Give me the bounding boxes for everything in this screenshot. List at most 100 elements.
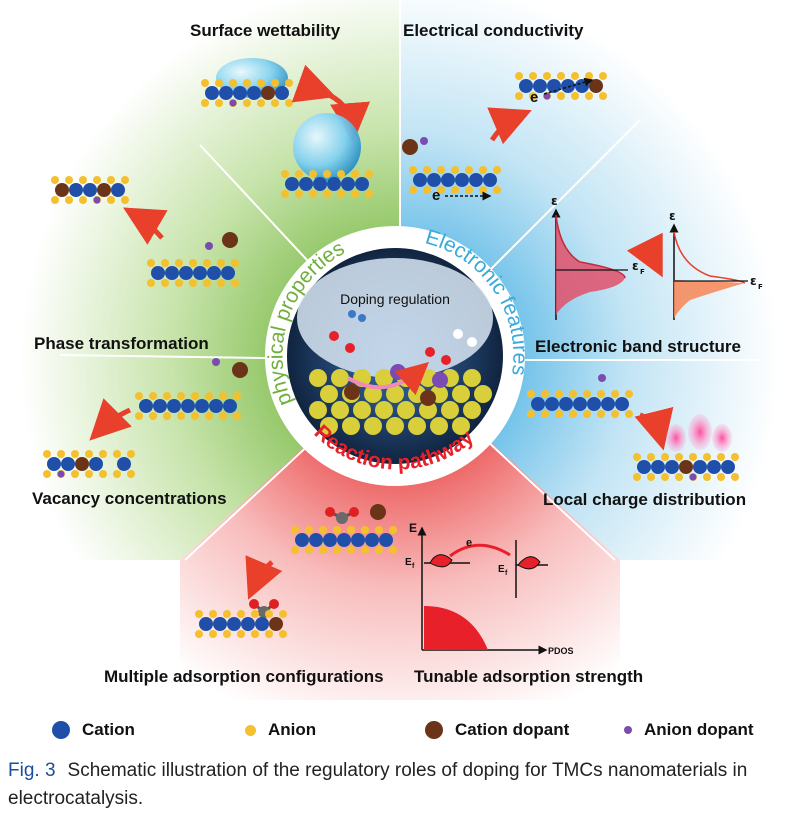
anion-atom <box>191 392 199 400</box>
anion-atom <box>113 470 121 478</box>
cation-atom <box>69 183 83 197</box>
anion-atom <box>703 473 711 481</box>
cation-atom <box>545 397 559 411</box>
anion-atom <box>271 99 279 107</box>
cation-atom <box>313 177 327 191</box>
molecule-atom <box>453 329 463 339</box>
molecule-atom <box>441 355 451 365</box>
anion-atom <box>515 92 523 100</box>
cation-atom <box>275 86 289 100</box>
anion-atom <box>661 473 669 481</box>
anion-atom <box>147 279 155 287</box>
anion-atom <box>71 450 79 458</box>
anion-atom <box>465 166 473 174</box>
cation-atom <box>337 533 351 547</box>
anion-atom <box>437 186 445 194</box>
pdos-fill <box>424 606 488 650</box>
fermi-sub-1: F <box>640 268 645 276</box>
anion-atom <box>279 610 287 618</box>
label-surface-wettability: Surface wettability <box>190 21 341 40</box>
cation-dopant-swatch <box>425 721 443 739</box>
anion-dopant-atom <box>93 196 101 204</box>
vacancy-illustration <box>43 358 248 478</box>
anion-atom <box>599 92 607 100</box>
anion-atom <box>217 279 225 287</box>
band-curve-2 <box>674 280 745 318</box>
anion-atom <box>201 99 209 107</box>
anion-atom <box>135 392 143 400</box>
anion-atom <box>323 190 331 198</box>
cation-atom <box>139 399 153 413</box>
anion-atom <box>309 170 317 178</box>
anion-dopant-free <box>420 137 428 145</box>
cation-atom <box>413 173 427 187</box>
anion-atom <box>703 453 711 461</box>
anion-atom <box>271 79 279 87</box>
legend-anion: Anion <box>245 718 316 742</box>
core-atom <box>309 401 327 419</box>
anion-atom <box>571 72 579 80</box>
anion-atom <box>493 166 501 174</box>
cation-atom <box>665 460 679 474</box>
cation-atom <box>559 397 573 411</box>
cation-atom <box>587 397 601 411</box>
label-electronic-band-structure: Electronic band structure <box>535 337 741 356</box>
anion-atom <box>135 412 143 420</box>
anion-atom <box>149 412 157 420</box>
center-title: Doping regulation <box>340 291 450 307</box>
anion-atom <box>161 279 169 287</box>
core-atom <box>364 417 382 435</box>
arrow-vacancy <box>89 398 132 441</box>
cation-atom <box>117 457 131 471</box>
anion-atom <box>265 630 273 638</box>
anion-atom <box>675 453 683 461</box>
cation-atom <box>573 397 587 411</box>
legend-anion-dopant: Anion dopant <box>624 718 754 742</box>
anion-atom <box>43 470 51 478</box>
phase-transformation-illustration <box>51 176 239 287</box>
anion-atom <box>423 186 431 194</box>
charge-cloud <box>688 414 712 450</box>
legend-cation-dopant-label: Cation dopant <box>455 720 570 739</box>
core-atom <box>320 417 338 435</box>
epsilon-label-1: ε <box>551 194 558 208</box>
anion-atom <box>333 526 341 534</box>
core-atom <box>397 401 415 419</box>
cation-atom <box>247 86 261 100</box>
anion-atom <box>717 473 725 481</box>
anion-atom <box>107 196 115 204</box>
water-droplet-sphere <box>293 113 361 181</box>
cation-atom <box>179 266 193 280</box>
electrical-conductivity-illustration: e e <box>402 72 607 204</box>
anion-atom <box>647 473 655 481</box>
label-phase-transformation: Phase transformation <box>34 334 209 353</box>
anion-atom <box>237 610 245 618</box>
anion-atom <box>319 526 327 534</box>
anion-atom <box>675 473 683 481</box>
surface-wettability-illustration <box>201 58 373 198</box>
anion-atom <box>161 259 169 267</box>
anion-atom <box>205 412 213 420</box>
electron-label-2: e <box>530 89 538 106</box>
anion-atom <box>71 470 79 478</box>
anion-atom <box>57 450 65 458</box>
anion-atom <box>361 526 369 534</box>
anion-atom <box>231 259 239 267</box>
anion-atom <box>337 190 345 198</box>
core-atom <box>386 417 404 435</box>
anion-atom <box>361 546 369 554</box>
anion-atom <box>647 453 655 461</box>
core-atom <box>474 385 492 403</box>
cation-atom <box>199 617 213 631</box>
anion-atom <box>223 610 231 618</box>
core-atom <box>419 401 437 419</box>
anion-atom <box>409 166 417 174</box>
anion-atom <box>295 190 303 198</box>
anion-atom <box>251 610 259 618</box>
cation-dopant-atom <box>261 86 275 100</box>
anion-atom <box>265 610 273 618</box>
anion-atom <box>127 470 135 478</box>
arrow-conductivity <box>487 107 532 145</box>
cation-atom <box>427 173 441 187</box>
cation-atom <box>533 79 547 93</box>
